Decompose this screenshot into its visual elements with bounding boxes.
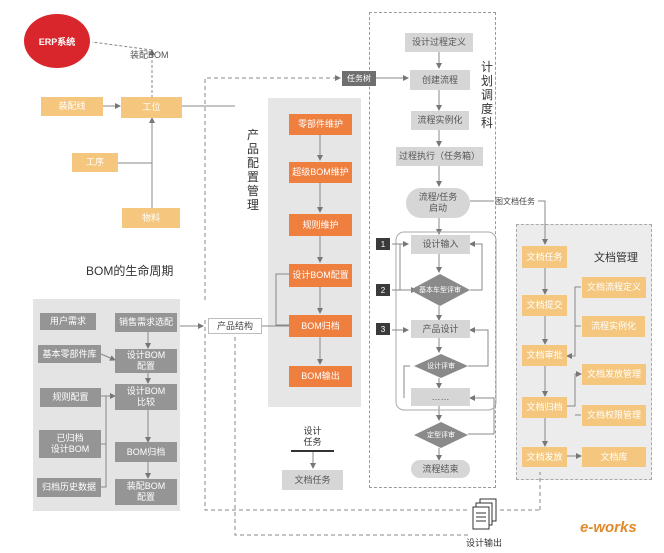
design-bom-compare-box[interactable]: 设计BOM 比较 [115,384,177,410]
doc-submit-box[interactable]: 文档提交 [522,295,567,316]
doc-approve-box[interactable]: 文档审批 [522,345,567,366]
diamond-shape [414,422,468,448]
erp-system[interactable]: ERP系统 [24,14,90,68]
design-review-label: 设计评审 [427,363,455,370]
doc-task-box[interactable]: 文档任务 [282,470,343,490]
process-box[interactable]: 工序 [72,153,118,172]
step-2-badge: 2 [376,284,390,296]
doc-process-instantiate-box[interactable]: 流程实例化 [582,316,645,337]
task-tree-node[interactable]: 任务树 [342,71,376,86]
archive-history-box[interactable]: 归档历史数据 [37,478,101,497]
eworks-watermark: e-works [580,519,637,536]
product-config-panel [268,98,361,407]
super-bom-maintenance-box[interactable]: 超级BOM维护 [289,162,352,183]
document-icon [472,498,497,530]
bom-archive-step-box[interactable]: BOM归档 [289,315,352,337]
station-box[interactable]: 工位 [121,97,182,118]
design-output-label: 设计输出 [466,538,503,548]
doc-permission-mgmt-box[interactable]: 文档权限管理 [582,405,646,426]
doc-process-define-box[interactable]: 文档流程定义 [582,277,646,298]
design-review-diamond[interactable]: 设计评审 [414,354,468,378]
parts-maintenance-box[interactable]: 零部件维护 [289,114,352,135]
basic-parts-lib-box[interactable]: 基本零部件库 [38,345,101,363]
rule-maintenance-box[interactable]: 规则维护 [289,214,352,236]
design-input-box[interactable]: 设计输入 [411,235,470,254]
document-stack-icon[interactable] [472,498,498,532]
process-execute-box[interactable]: 过程执行（任务箱） [396,147,483,166]
assembly-line-box[interactable]: 装配线 [41,97,103,116]
bom-output-box[interactable]: BOM输出 [289,366,352,387]
plan-dispatch-title: 计 划 调 度 科 [480,60,493,130]
design-task-icon[interactable]: 设计 任务 [291,424,334,452]
lifecycle-title: BOM的生命周期 [86,264,174,278]
design-bom-config-box[interactable]: 设计BOM 配置 [115,349,177,373]
basic-model-review-diamond[interactable]: 基本车型评审 [410,274,470,306]
material-box[interactable]: 物料 [122,208,180,228]
final-review-diamond[interactable]: 定型评审 [414,422,468,448]
doc-task-step-box[interactable]: 文档任务 [522,246,567,268]
doc-release-mgmt-box[interactable]: 文档发放管理 [582,364,646,385]
design-bom-config-step-box[interactable]: 设计BOM配置 [289,264,352,287]
archived-design-bom-box[interactable]: 已归档 设计BOM [39,430,101,458]
step-1-badge: 1 [376,238,390,250]
create-process-box[interactable]: 创建流程 [410,70,470,90]
product-design-box[interactable]: 产品设计 [411,320,470,338]
step-3-badge: 3 [376,323,390,335]
ellipsis-box[interactable]: …… [411,388,470,406]
doc-archive-box[interactable]: 文档归档 [522,397,567,418]
product-structure-node[interactable]: 产品结构 [208,318,262,334]
basic-model-review-label: 基本车型评审 [419,287,461,294]
bom-archive-box[interactable]: BOM归档 [115,442,177,462]
doc-release-box[interactable]: 文档发放 [522,447,567,467]
assembly-bom-config-box[interactable]: 装配BOM 配置 [115,479,177,505]
diamond-shape [410,274,470,306]
doc-library-box[interactable]: 文档库 [582,447,646,467]
user-demand-box[interactable]: 用户需求 [40,313,96,330]
doc-task-link-label: 图文档任务 [495,197,535,206]
sales-config-box[interactable]: 销售需求选配 [115,313,177,332]
final-review-label: 定型评审 [427,432,455,439]
process-end-box[interactable]: 流程结束 [411,460,470,478]
product-config-title: 产 品 配 置 管 理 [246,128,259,212]
design-process-define-box[interactable]: 设计过程定义 [405,33,473,52]
diamond-shape [414,354,468,378]
doc-mgmt-title: 文档管理 [594,252,638,264]
assembly-bom-label: 装配BOM [130,50,169,60]
process-start-box[interactable]: 流程/任务 启动 [406,188,470,218]
rule-config-box[interactable]: 规则配置 [40,388,101,407]
process-instantiate-box[interactable]: 流程实例化 [411,111,469,130]
